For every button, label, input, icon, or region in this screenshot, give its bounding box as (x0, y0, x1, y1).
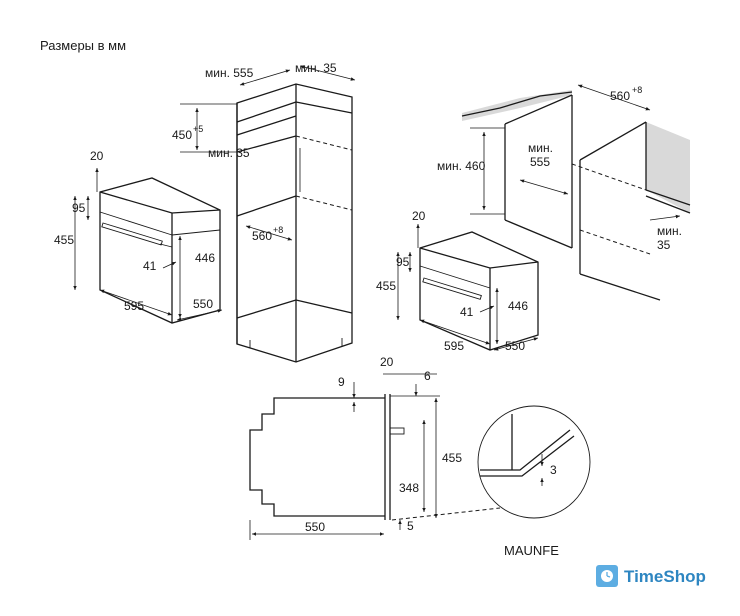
svg-text:41: 41 (143, 259, 157, 273)
svg-text:20: 20 (90, 149, 104, 163)
svg-text:20: 20 (412, 209, 426, 223)
svg-text:95: 95 (72, 201, 86, 215)
brand-name: TimeShop (624, 567, 706, 586)
svg-text:455: 455 (376, 279, 396, 293)
svg-text:550: 550 (305, 520, 325, 534)
svg-text:446: 446 (508, 299, 528, 313)
tall-cabinet-dimensions: мин. 555 мин. 35 450 +5 мин. 35 560 +8 (172, 61, 356, 243)
svg-text:мин.: мин. (528, 141, 553, 155)
shopping-bag-clock-icon (596, 565, 618, 587)
svg-text:41: 41 (460, 305, 474, 319)
model-caption: MAUNFE (504, 543, 559, 558)
svg-text:555: 555 (530, 155, 550, 169)
svg-text:348: 348 (399, 481, 419, 495)
svg-text:+8: +8 (273, 225, 283, 235)
side-view-dimensions: 20 9 6 455 348 5 550 (249, 355, 462, 540)
svg-text:455: 455 (54, 233, 74, 247)
svg-text:446: 446 (195, 251, 215, 265)
svg-text:595: 595 (444, 339, 464, 353)
timeshop-logo: TimeShop (596, 565, 706, 587)
svg-text:455: 455 (442, 451, 462, 465)
svg-text:35: 35 (657, 238, 671, 252)
svg-text:550: 550 (193, 297, 213, 311)
svg-text:мин. 460: мин. 460 (437, 159, 486, 173)
svg-text:3: 3 (550, 463, 557, 477)
under-counter-dimensions: 560 +8 мин. 460 мин. 555 мин. 35 (437, 84, 682, 252)
page-title: Размеры в мм (40, 38, 126, 53)
under-counter-niche (461, 90, 691, 301)
svg-text:5: 5 (407, 519, 414, 533)
svg-text:+5: +5 (193, 124, 203, 134)
svg-text:20: 20 (380, 355, 394, 369)
dim-560-right: 560 (610, 89, 630, 103)
dim-min-35-mid: мин. 35 (208, 146, 250, 160)
tall-cabinet (236, 83, 353, 363)
dim-min-555: мин. 555 (205, 66, 254, 80)
svg-text:595: 595 (124, 299, 144, 313)
svg-text:мин.: мин. (657, 224, 682, 238)
dim-450: 450 (172, 128, 192, 142)
left-oven-dimensions: 20 95 455 446 41 595 550 (54, 149, 223, 321)
right-oven (419, 231, 539, 351)
dim-560: 560 (252, 229, 272, 243)
svg-text:+8: +8 (632, 85, 642, 95)
detail-magnifier: 3 (391, 405, 591, 521)
right-oven-dimensions: 20 95 455 446 41 595 550 (376, 209, 539, 353)
svg-text:9: 9 (338, 375, 345, 389)
svg-text:550: 550 (505, 339, 525, 353)
svg-text:6: 6 (424, 369, 431, 383)
dim-min-35-top: мин. 35 (295, 61, 337, 75)
side-view-oven (249, 394, 405, 520)
